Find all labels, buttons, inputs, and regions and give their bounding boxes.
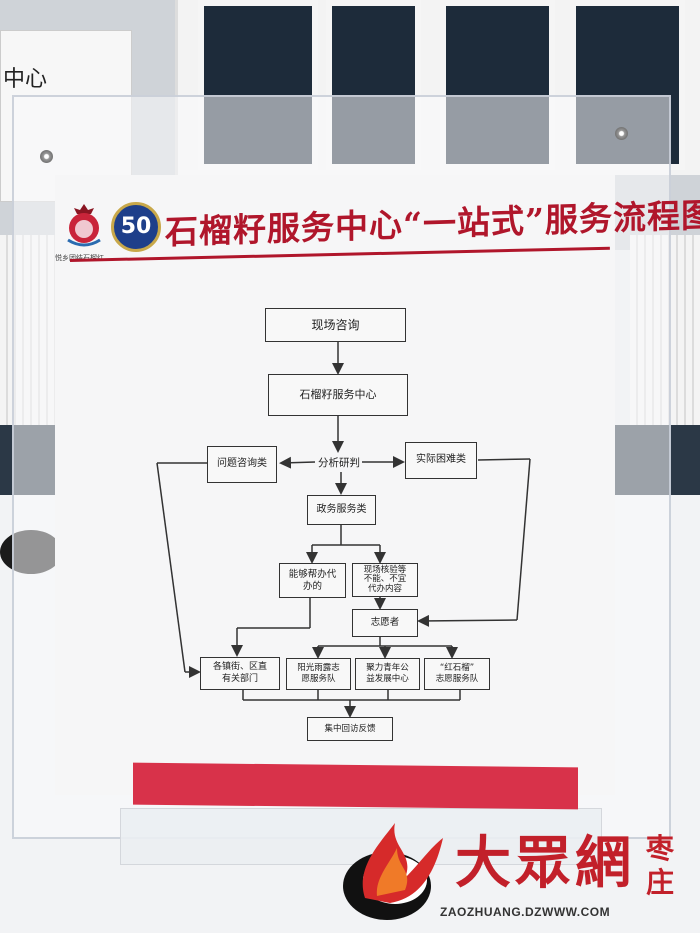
departments-box: 各镇街、区直 有关部门 [200,657,280,690]
can-handle-line: 能够帮办代 [288,568,337,580]
onsite-check-line: 不能、不宜 [363,574,407,585]
can-handle-line: 办的 [302,580,322,592]
departments-line: 有关部门 [221,673,258,684]
screw-icon [40,150,53,163]
watermark-city: 枣庄 [645,832,674,899]
sunshine-team-line: 愿服务队 [301,674,336,684]
onsite-check-line: 现场核验等 [363,564,407,575]
practical-difficulty-box: 实际困难类 [405,442,477,479]
departments-line: 各镇街、区直 [212,662,267,673]
can-handle-box: 能够帮办代 办的 [279,563,346,598]
dazhong-flame-logo-icon [343,823,443,920]
sunshine-team-box: 阳光雨露志 愿服务队 [286,658,351,690]
onsite-consult-box: 现场咨询 [265,308,406,342]
service-center-box: 石榴籽服务中心 [268,374,408,416]
government-service-box: 政务服务类 [307,495,376,525]
question-consult-box: 问题咨询类 [207,446,277,483]
red-pomegranate-team-box: “红石榴” 志愿服务队 [424,658,490,690]
analysis-label: 分析研判 [318,457,360,469]
onsite-check-box: 现场核验等 不能、不宜 代办内容 [352,563,418,597]
acrylic-base [120,808,602,865]
youth-center-line: 益发展中心 [366,674,409,684]
youth-center-box: 聚力青年公 益发展中心 [355,658,420,690]
screw-icon [615,127,628,140]
poster-footer-strip [133,762,578,810]
anniversary-logo: 50 [111,202,161,252]
volunteer-box: 志愿者 [352,609,418,637]
youth-center-line: 聚力青年公 [366,663,409,674]
onsite-check-line: 代办内容 [367,583,402,594]
watermark-brand: 大眾網 [455,830,635,896]
watermark-url: ZAOZHUANG.DZWWW.COM [440,905,611,919]
background-sign-text: 中心 [3,67,48,92]
feedback-box: 集中回访反馈 [307,717,393,741]
pomegranate-logo-icon [67,204,101,247]
red-pomegranate-line: “红石榴” [439,663,475,674]
red-pomegranate-line: 志愿服务队 [435,674,479,684]
sunshine-team-line: 阳光雨露志 [297,663,340,674]
